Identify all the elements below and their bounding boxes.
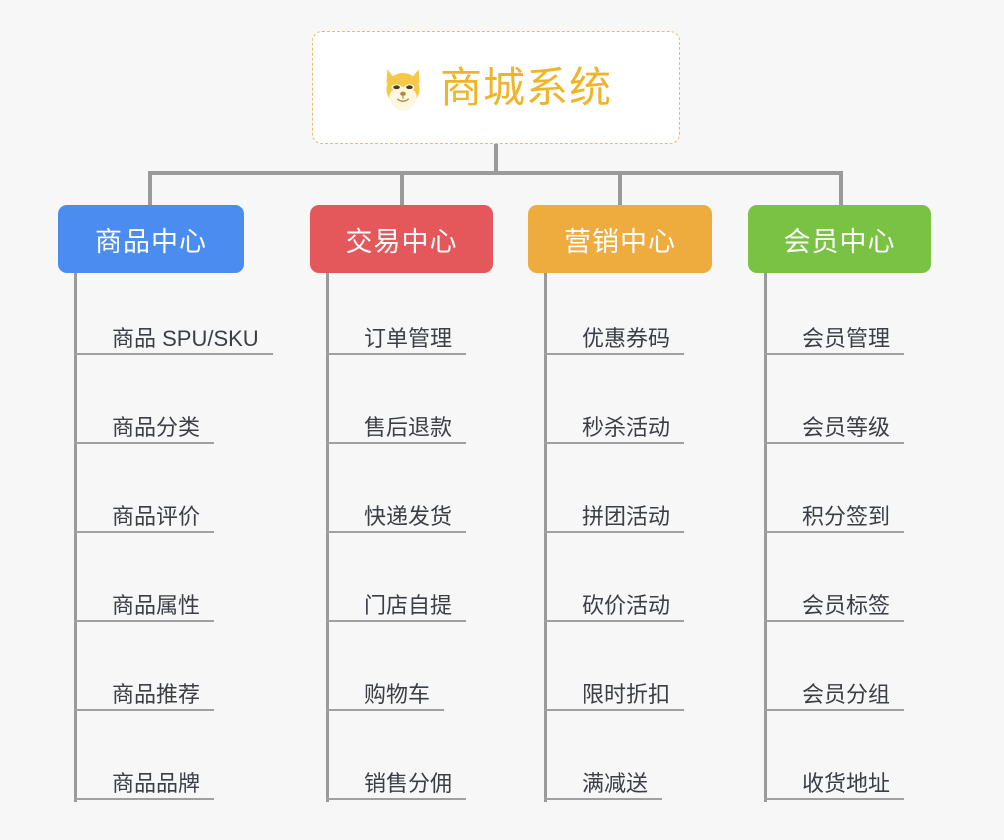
- leaf-rule: [74, 798, 214, 800]
- leaf-rule: [326, 531, 466, 533]
- root-node[interactable]: 商城系统: [312, 31, 680, 144]
- category-label: 营销中心: [564, 226, 676, 257]
- leaf-rule: [544, 442, 684, 444]
- leaf-rule: [544, 531, 684, 533]
- leaf-label: 订单管理: [364, 326, 453, 351]
- connector-root-stem: [494, 144, 498, 173]
- leaf-rule: [74, 353, 273, 355]
- leaf-label: 砍价活动: [582, 593, 671, 618]
- leaf-rule: [544, 798, 662, 800]
- leaf-label: 商品属性: [112, 593, 201, 618]
- category-label: 会员中心: [783, 226, 896, 257]
- leaf-rule: [74, 709, 214, 711]
- shiba-dog-face-icon: [380, 65, 426, 111]
- leaf-label: 收货地址: [802, 771, 891, 796]
- leaf-rule: [326, 620, 466, 622]
- leaf-label: 优惠券码: [582, 326, 671, 351]
- leaf-rule: [326, 442, 466, 444]
- leaf-rule: [544, 353, 684, 355]
- leaf-rule: [544, 620, 684, 622]
- leaf-rule: [74, 531, 214, 533]
- leaf-rule: [544, 709, 684, 711]
- leaf-rule: [764, 442, 904, 444]
- leaf-label: 商品推荐: [112, 682, 201, 707]
- leaf-rule: [764, 709, 904, 711]
- branch-trunk: [74, 273, 77, 802]
- leaf-label: 会员标签: [802, 593, 891, 618]
- root-title: 商城系统: [439, 63, 612, 111]
- leaf-rule: [764, 531, 904, 533]
- branch-trunk: [326, 273, 329, 802]
- leaf-label: 拼团活动: [582, 504, 671, 529]
- leaf-rule: [326, 798, 466, 800]
- category-box-4[interactable]: 会员中心: [748, 205, 931, 273]
- leaf-label: 会员等级: [802, 415, 891, 440]
- branch-trunk: [544, 273, 547, 802]
- leaf-label: 秒杀活动: [582, 415, 671, 440]
- connector-drop-4: [839, 171, 843, 207]
- leaf-rule: [764, 353, 904, 355]
- connector-horizontal-bus: [148, 171, 843, 175]
- leaf-label: 门店自提: [364, 593, 453, 618]
- leaf-label: 限时折扣: [582, 682, 671, 707]
- leaf-label: 商品品牌: [112, 771, 201, 796]
- category-label: 商品中心: [95, 226, 207, 257]
- leaf-rule: [764, 798, 904, 800]
- leaf-label: 满减送: [582, 771, 649, 796]
- connector-drop-2: [400, 171, 404, 207]
- leaf-label: 积分签到: [802, 504, 891, 529]
- connector-drop-1: [148, 171, 152, 207]
- leaf-label: 快递发货: [364, 504, 453, 529]
- leaf-rule: [74, 442, 214, 444]
- branch-trunk: [764, 273, 767, 802]
- category-box-3[interactable]: 营销中心: [528, 205, 712, 273]
- leaf-label: 会员管理: [802, 326, 891, 351]
- leaf-label: 销售分佣: [364, 771, 453, 796]
- leaf-label: 购物车: [364, 682, 431, 707]
- leaf-label: 商品评价: [112, 504, 201, 529]
- leaf-rule: [326, 353, 466, 355]
- category-label: 交易中心: [345, 226, 458, 257]
- leaf-label: 会员分组: [802, 682, 891, 707]
- leaf-label: 售后退款: [364, 415, 453, 440]
- category-box-1[interactable]: 商品中心: [58, 205, 244, 273]
- category-box-2[interactable]: 交易中心: [310, 205, 493, 273]
- leaf-rule: [764, 620, 904, 622]
- leaf-rule: [326, 709, 444, 711]
- leaf-label: 商品 SPU/SKU: [112, 326, 259, 351]
- leaf-label: 商品分类: [112, 415, 201, 440]
- leaf-rule: [74, 620, 214, 622]
- connector-drop-3: [618, 171, 622, 207]
